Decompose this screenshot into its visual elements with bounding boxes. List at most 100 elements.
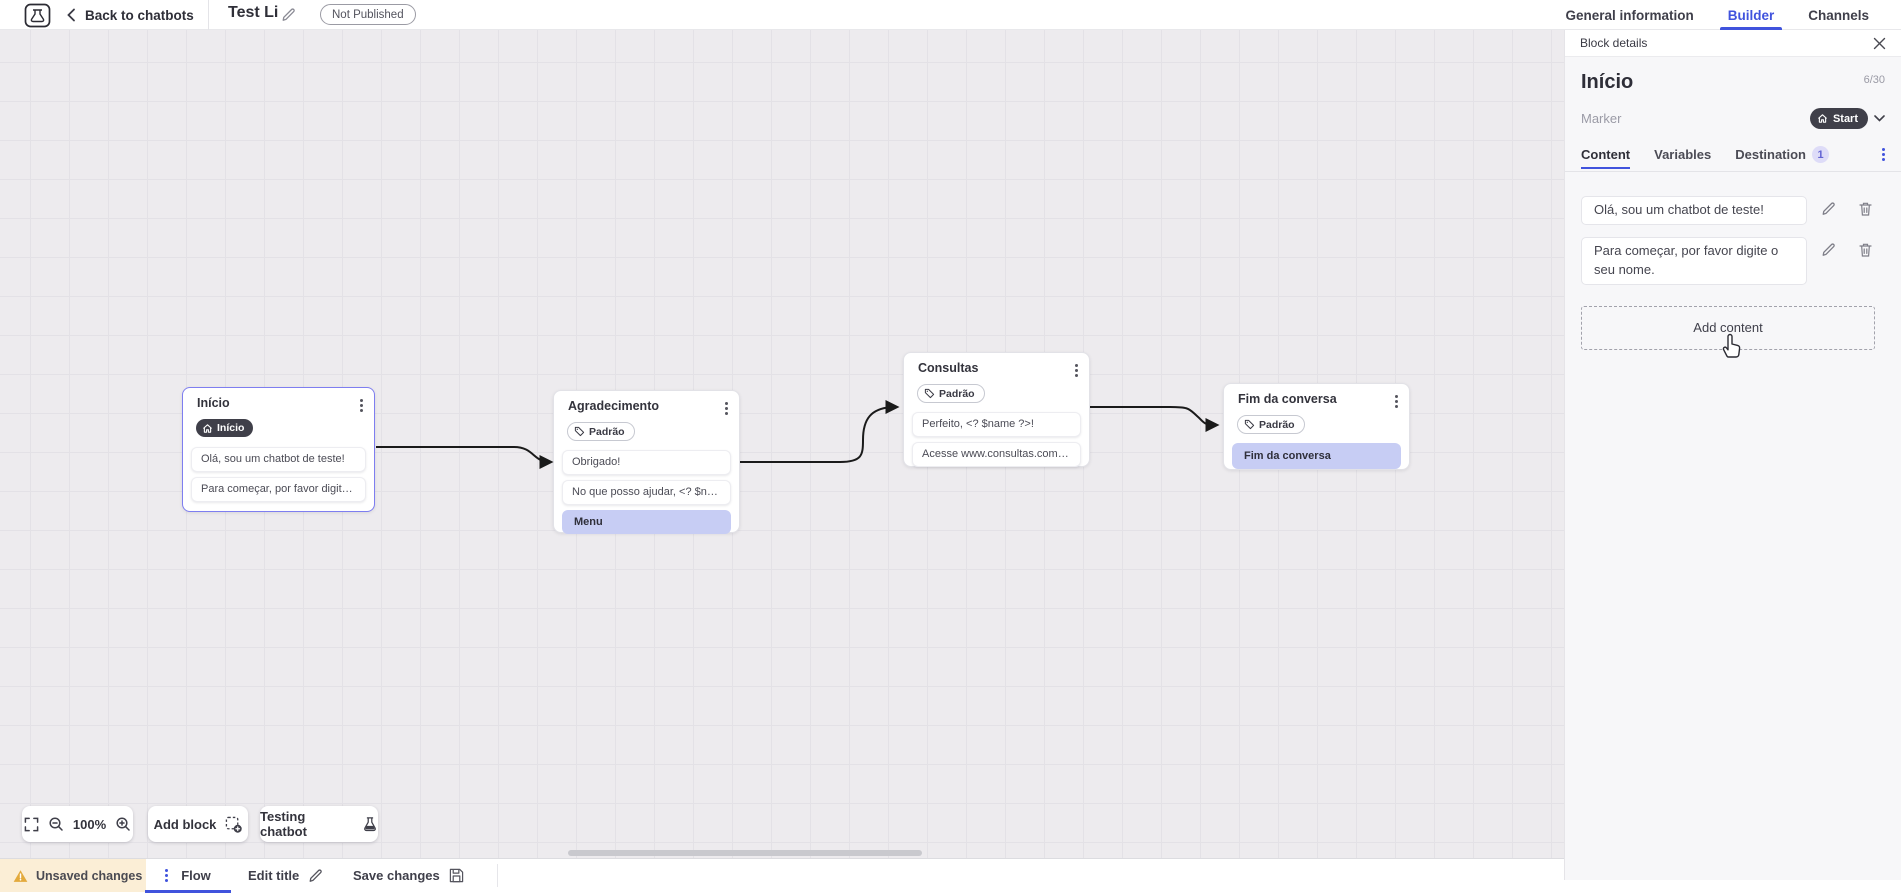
add-block-button[interactable]: Add block (148, 806, 248, 842)
content-message-row: Para começar, por favor digite o seu nom… (1581, 236, 1885, 285)
flow-block-fim-da-conversa[interactable]: Fim da conversa Padrão Fim da conversa (1223, 383, 1410, 470)
message-text-field[interactable]: Para começar, por favor digite o seu nom… (1581, 236, 1807, 285)
start-pill: Start (1809, 108, 1868, 129)
save-changes-label: Save changes (353, 868, 440, 883)
start-marker-pill: Início (196, 419, 254, 437)
tab-variables[interactable]: Variables (1654, 147, 1712, 162)
testing-chatbot-label: Testing chatbot (260, 809, 307, 839)
app-logo-icon (24, 3, 51, 28)
marker-value-label: Start (1832, 112, 1858, 125)
panel-divider (1565, 171, 1901, 172)
builder-nav-tabs: General information Builder Channels (1565, 0, 1869, 30)
tab-channels[interactable]: Channels (1808, 7, 1869, 23)
edit-title-label: Edit title (248, 868, 300, 883)
panel-tabs: Content Variables Destination 1 (1581, 146, 1885, 170)
edit-pencil-icon[interactable] (1821, 201, 1836, 217)
horizontal-scrollbar-thumb[interactable] (568, 850, 922, 856)
chevron-down-icon (1874, 115, 1885, 122)
tab-content[interactable]: Content (1581, 147, 1631, 169)
pill-label: Padrão (589, 425, 625, 438)
flow-block-agradecimento[interactable]: Agradecimento Padrão Obrigado! No que po… (553, 390, 740, 534)
save-floppy-icon (449, 868, 463, 883)
tag-icon (1244, 419, 1255, 430)
block-menu-kebab-icon[interactable] (725, 402, 728, 415)
flow-kebab-icon[interactable] (165, 869, 169, 882)
zoom-in-icon[interactable] (115, 816, 131, 832)
flow-tab-label: Flow (181, 868, 211, 883)
close-icon[interactable] (1873, 37, 1886, 50)
block-title: Início (197, 396, 230, 410)
block-menu-kebab-icon[interactable] (360, 399, 363, 412)
panel-header: Block details (1565, 30, 1901, 57)
flow-block-consultas[interactable]: Consultas Padrão Perfeito, <? $name ?>! … (903, 352, 1090, 467)
zoom-controls: 100% (22, 806, 133, 842)
topbar-divider (208, 0, 209, 30)
back-to-chatbots-button[interactable]: Back to chatbots (66, 0, 194, 30)
tag-icon (924, 388, 935, 399)
save-changes-button[interactable]: Save changes (353, 859, 464, 892)
flow-block-inicio[interactable]: Início Início Olá, sou um chatbot de tes… (182, 387, 375, 512)
block-menu-kebab-icon[interactable] (1075, 364, 1078, 377)
block-title: Fim da conversa (1238, 392, 1337, 406)
destination-count-badge: 1 (1812, 146, 1830, 163)
unsaved-changes-indicator: Unsaved changes (0, 859, 146, 892)
block-title: Agradecimento (568, 399, 659, 413)
tag-pill: Padrão (567, 422, 635, 441)
pill-label: Padrão (1259, 418, 1295, 431)
block-title: Consultas (918, 361, 979, 375)
content-message-row: Olá, sou um chatbot de teste! (1581, 196, 1885, 225)
top-bar: Back to chatbots Test Li Not Published G… (0, 0, 1901, 30)
block-row-end[interactable]: Fim da conversa (1232, 443, 1401, 469)
zoom-level-value: 100% (72, 816, 107, 832)
tag-icon (574, 426, 585, 437)
char-counter: 6/30 (1863, 74, 1885, 86)
panel-tabs-kebab-icon[interactable] (1882, 148, 1885, 168)
pill-label: Padrão (939, 387, 975, 400)
warning-triangle-icon (13, 869, 28, 882)
block-row[interactable]: Obrigado! (562, 450, 731, 475)
marker-dropdown[interactable]: Start (1809, 108, 1885, 129)
edit-pencil-icon[interactable] (1821, 242, 1836, 258)
block-row[interactable]: Perfeito, <? $name ?>! (912, 412, 1081, 437)
fit-screen-icon[interactable] (24, 817, 39, 832)
unsaved-changes-label: Unsaved changes (36, 868, 143, 883)
zoom-out-icon[interactable] (48, 816, 64, 832)
bottom-bar: Unsaved changes Flow Edit title Save cha… (0, 858, 1564, 893)
tab-builder[interactable]: Builder (1719, 0, 1782, 30)
pencil-icon (309, 869, 323, 882)
add-content-button[interactable]: Add content (1581, 305, 1875, 350)
block-row[interactable]: Para começar, por favor digite o ... (191, 476, 366, 502)
pill-label: Início (217, 422, 245, 434)
tag-pill: Padrão (1237, 415, 1305, 434)
home-icon (1817, 114, 1827, 123)
flow-canvas[interactable]: Início Início Olá, sou um chatbot de tes… (0, 30, 1564, 858)
tab-destination-label: Destination (1735, 147, 1807, 162)
testing-chatbot-button[interactable]: Testing chatbot (260, 806, 378, 842)
chatbot-title: Test Li (228, 4, 279, 21)
tab-general-information[interactable]: General information (1565, 7, 1694, 23)
block-details-panel: Block details Início 6/30 Marker Start C… (1564, 30, 1901, 880)
message-text-field[interactable]: Olá, sou um chatbot de teste! (1581, 196, 1807, 225)
block-name-input[interactable]: Início (1581, 71, 1634, 93)
back-label: Back to chatbots (85, 7, 194, 23)
bottombar-divider (497, 864, 498, 887)
back-chevron-icon (67, 8, 75, 22)
marker-label: Marker (1581, 111, 1622, 126)
block-row[interactable]: Acesse www.consultas.com par... (912, 442, 1081, 467)
tab-flow[interactable]: Flow (145, 859, 231, 893)
tag-pill: Padrão (917, 384, 985, 403)
home-icon (203, 423, 212, 433)
panel-header-label: Block details (1580, 36, 1648, 50)
tab-destination[interactable]: Destination 1 (1735, 146, 1830, 170)
block-menu-kebab-icon[interactable] (1395, 395, 1398, 408)
edit-title-button[interactable]: Edit title (248, 859, 323, 892)
add-block-icon (225, 816, 243, 833)
edit-title-pencil-icon[interactable] (281, 7, 296, 22)
block-row-menu[interactable]: Menu (562, 510, 731, 534)
flask-icon (362, 816, 378, 833)
add-block-label: Add block (153, 816, 217, 832)
delete-trash-icon[interactable] (1858, 242, 1873, 258)
block-row[interactable]: Olá, sou um chatbot de teste! (191, 446, 366, 472)
block-row[interactable]: No que posso ajudar, <? $name ... (562, 480, 731, 505)
delete-trash-icon[interactable] (1858, 201, 1873, 217)
